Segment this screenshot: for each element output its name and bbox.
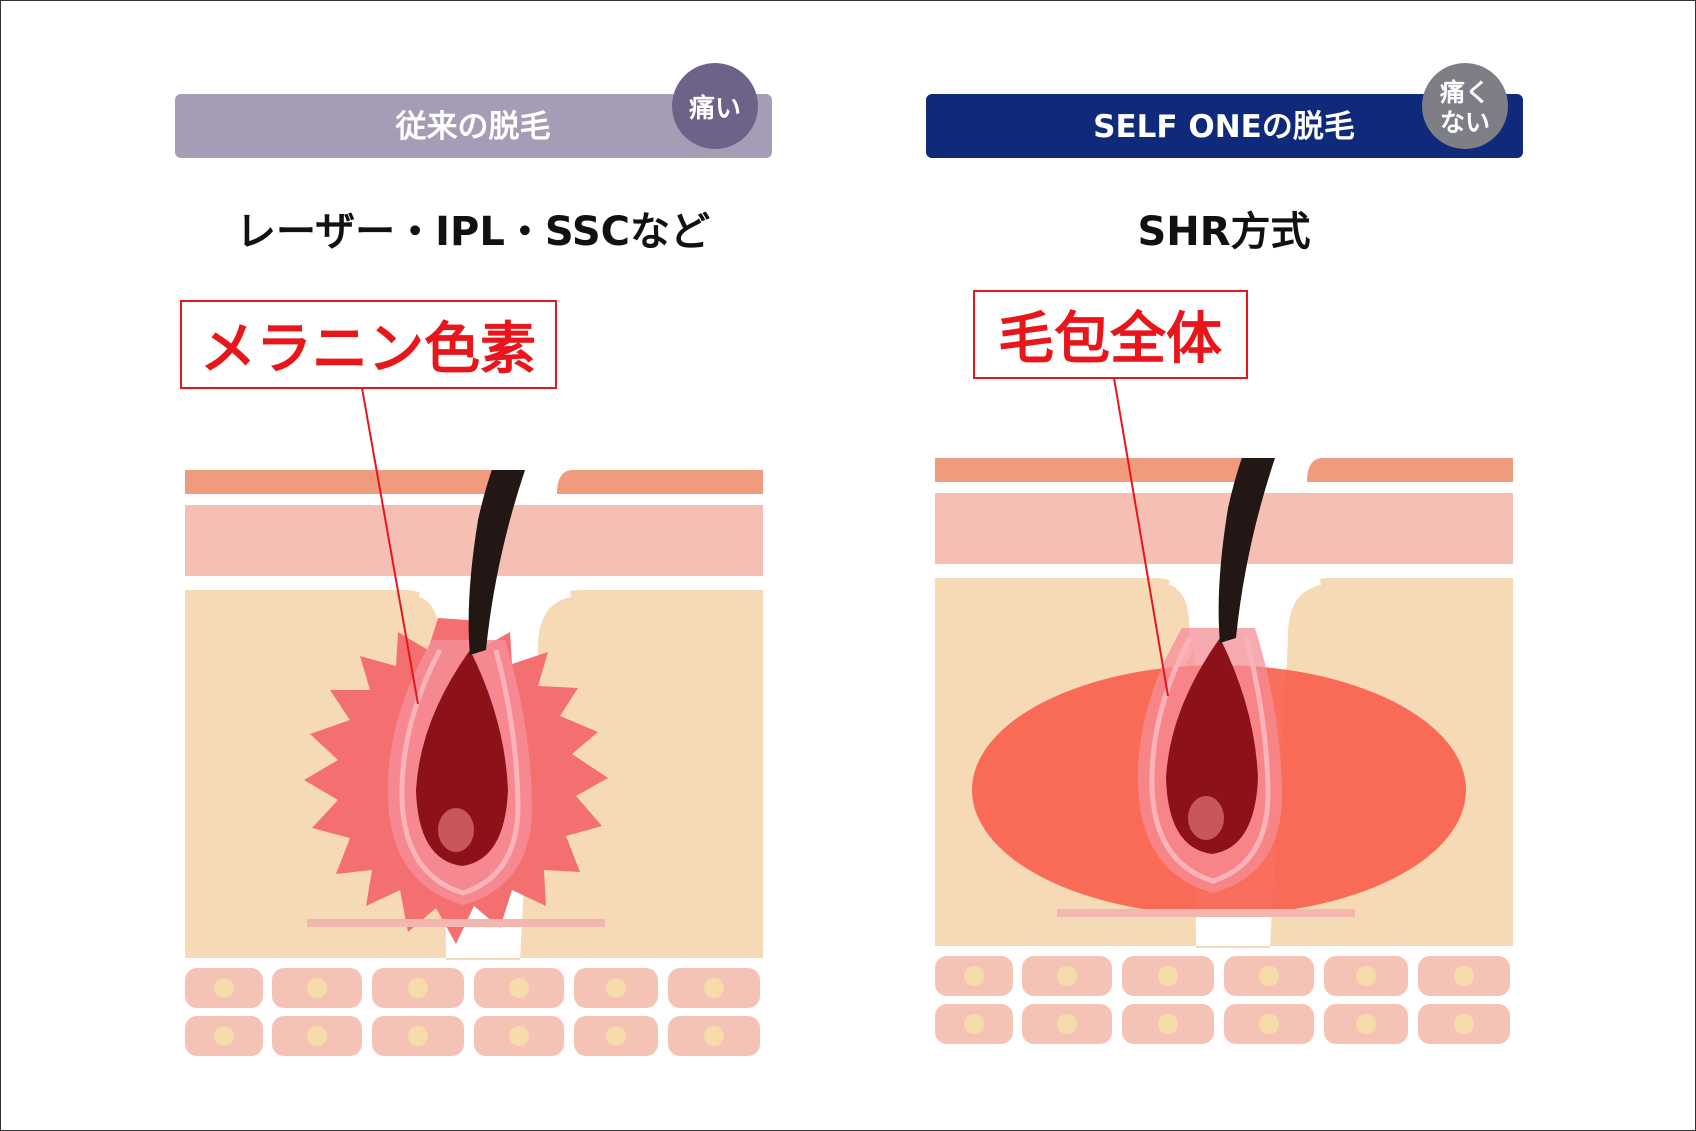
right-header-bar — [926, 94, 1523, 158]
cell-nucleus — [1259, 966, 1279, 986]
left-target-label-text: メラニン色素 — [200, 317, 536, 382]
left-pain-badge — [672, 63, 758, 149]
cell-nucleus — [307, 978, 327, 998]
cell-nucleus — [704, 978, 724, 998]
right-target-leader-line — [1113, 377, 1169, 697]
left-epidermis-top — [185, 470, 763, 494]
right-no-pain-badge-line2: ない — [1440, 108, 1490, 137]
left-inner-sheath — [399, 648, 521, 896]
right-target-label-text: 毛包全体 — [998, 307, 1222, 372]
left-pain-badge-text: 痛い — [689, 93, 741, 124]
cell-nucleus — [307, 1026, 327, 1046]
cell-nucleus — [408, 1026, 428, 1046]
cell-nucleus — [1454, 966, 1474, 986]
cell-nucleus — [1259, 1014, 1279, 1034]
left-header-bar — [175, 94, 772, 158]
left-hair-shaft — [468, 470, 525, 655]
cell-nucleus — [1057, 1014, 1077, 1034]
cell-nucleus — [408, 978, 428, 998]
right-method-text: SHR方式 — [1137, 209, 1310, 255]
left-panel: 従来の脱毛 痛い レーザー・IPL・SSCなど — [175, 63, 772, 1056]
right-hair-bulb — [1166, 638, 1258, 854]
left-target-leader-line — [361, 387, 419, 705]
cell-nucleus — [1356, 966, 1376, 986]
cell-nucleus — [1356, 1014, 1376, 1034]
left-skin-cross-section — [185, 470, 763, 1056]
left-epidermis — [185, 505, 763, 576]
left-cell-layer — [185, 968, 760, 1056]
cell-nucleus — [1454, 1014, 1474, 1034]
left-method-text: レーザー・IPL・SSCなど — [236, 209, 710, 255]
cell-nucleus — [1158, 966, 1178, 986]
right-no-pain-badge — [1422, 63, 1508, 149]
right-hair-shaft — [1218, 458, 1275, 643]
left-hair-bulb — [416, 650, 508, 866]
cell-nucleus — [214, 978, 234, 998]
right-inner-sheath — [1149, 636, 1271, 884]
right-header-text: SELF ONEの脱毛 — [1093, 109, 1355, 145]
right-epidermis — [935, 493, 1513, 564]
left-dermal-line — [307, 919, 605, 927]
left-target-label-box — [180, 300, 557, 389]
right-panel: SELF ONEの脱毛 痛く ない SHR方式 — [926, 63, 1523, 1044]
right-dermal-papilla — [1188, 796, 1224, 840]
right-dermal-line — [1057, 909, 1355, 917]
right-target-label-box — [973, 290, 1248, 379]
cell-nucleus — [509, 1026, 529, 1046]
right-no-pain-badge-line1: 痛く — [1440, 78, 1490, 107]
cell-nucleus — [964, 1014, 984, 1034]
left-header-text: 従来の脱毛 — [395, 109, 551, 145]
right-cell-layer — [935, 956, 1510, 1044]
cell-nucleus — [1158, 1014, 1178, 1034]
cell-nucleus — [509, 978, 529, 998]
left-dermis — [185, 590, 763, 960]
cell-nucleus — [214, 1026, 234, 1046]
cell-nucleus — [606, 978, 626, 998]
right-epidermis-top — [935, 458, 1513, 482]
right-skin-cross-section — [935, 458, 1513, 1044]
cell-nucleus — [1057, 966, 1077, 986]
left-dermal-papilla — [438, 808, 474, 852]
cell-nucleus — [964, 966, 984, 986]
cell-nucleus — [704, 1026, 724, 1046]
cell-nucleus — [606, 1026, 626, 1046]
